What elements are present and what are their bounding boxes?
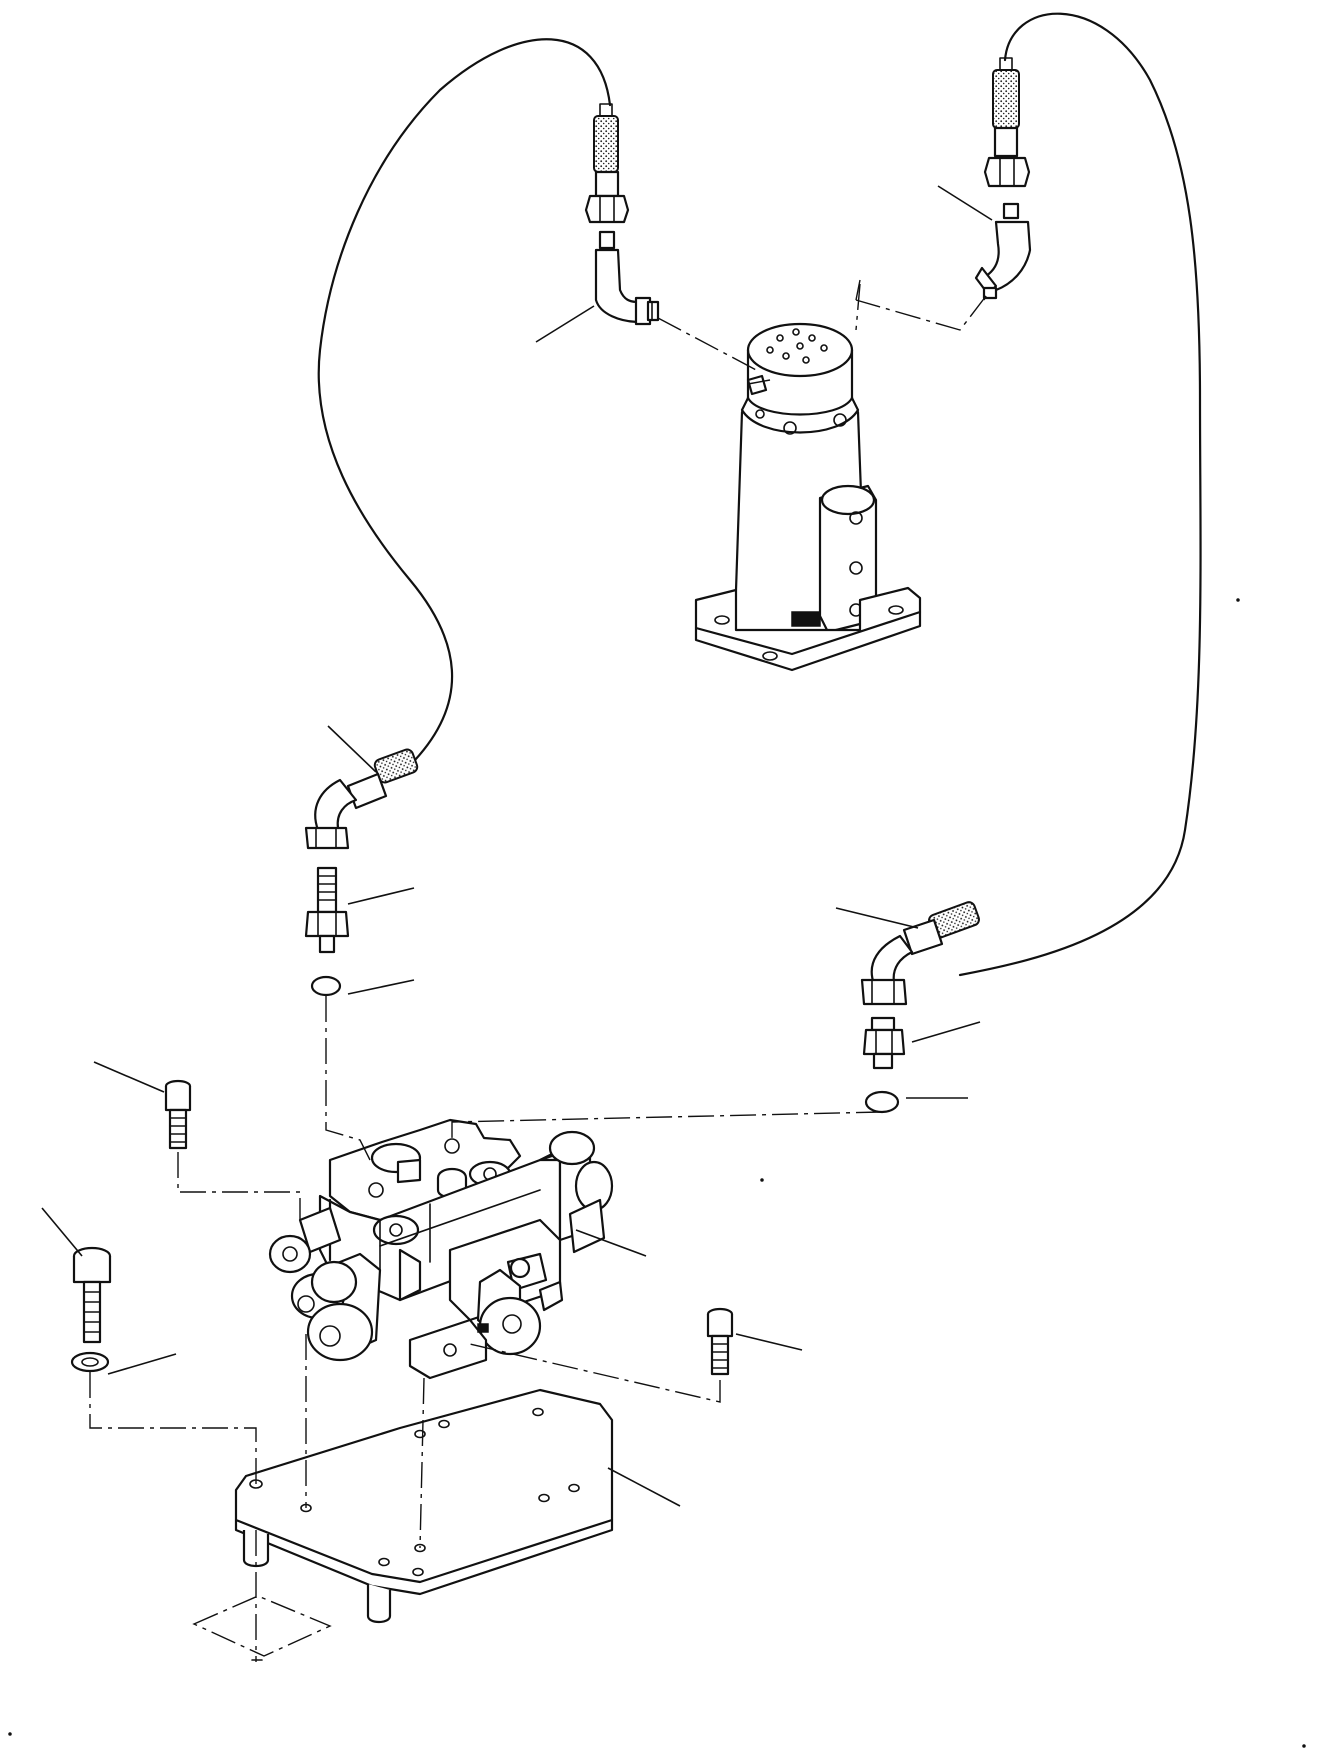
upper-right-elbow [974,202,1032,300]
right-o-ring [864,1090,900,1114]
left-o-ring [310,975,342,997]
swivel-joint [694,322,922,672]
right-adapter [862,1016,906,1070]
cap-screw-upper-left [164,1079,192,1150]
control-valve [268,1118,614,1380]
lower-right-hose-end [860,901,980,1006]
upper-left-elbow [594,230,660,326]
upper-left-hose-fitting [584,103,630,224]
leader-lines [41,185,993,1507]
lower-left-hose-end [304,748,419,850]
bolt-left [72,1246,112,1344]
hose-right [958,12,1202,977]
hose-left [317,38,612,762]
mounting-plate [234,1388,614,1624]
assembly-lines [89,279,987,1662]
cap-screw-right [706,1307,734,1376]
upper-right-hose-fitting [983,57,1031,188]
left-adapter [304,866,350,954]
washer-left [70,1351,110,1373]
